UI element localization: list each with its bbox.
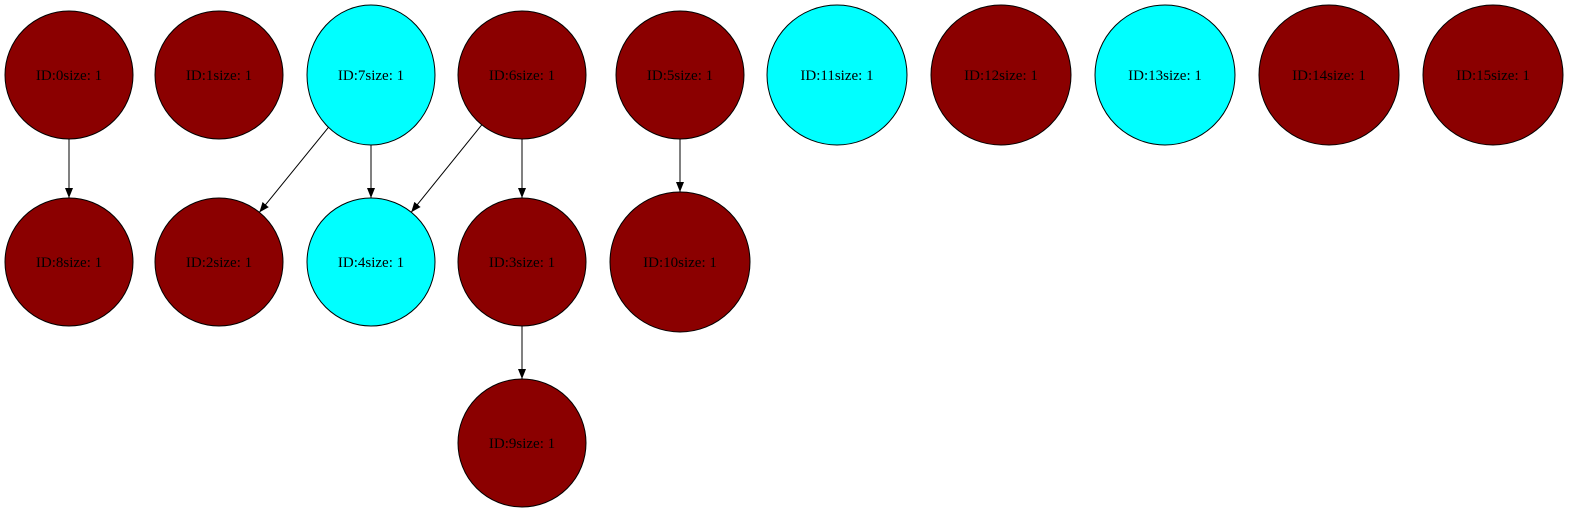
node-label: ID:1size: 1 [186,68,252,84]
edges-layer [65,124,684,379]
node-shape [4,197,134,327]
node-shape [930,4,1072,146]
node-label: ID:7size: 1 [338,68,404,84]
node-label: ID:8size: 1 [36,255,102,271]
node-shape [1422,4,1564,146]
node-n3: ID:3size: 1 [457,197,587,327]
node-n13: ID:13size: 1 [1094,4,1236,146]
node-n5: ID:5size: 1 [615,10,745,140]
nodes-layer: ID:0size: 1 ID:1size: 1 ID:7size: 1 ID:6siz… [4,4,1564,508]
node-n7: ID:7size: 1 [306,4,436,146]
node-n14: ID:14size: 1 [1258,4,1400,146]
node-n4: ID:4size: 1 [306,197,436,327]
node-label: ID:10size: 1 [643,255,717,271]
node-n1: ID:1size: 1 [154,10,284,140]
node-shape [609,191,751,333]
node-label: ID:5size: 1 [647,68,713,84]
node-label: ID:15size: 1 [1456,68,1530,84]
node-shape [457,10,587,140]
node-label: ID:3size: 1 [489,255,555,271]
node-n0: ID:0size: 1 [4,10,134,140]
edge-n7-n2 [258,126,329,213]
node-shape [766,4,908,146]
node-label: ID:13size: 1 [1128,68,1202,84]
node-n8: ID:8size: 1 [4,197,134,327]
node-shape [306,4,436,146]
node-shape [457,197,587,327]
node-n12: ID:12size: 1 [930,4,1072,146]
node-shape [306,197,436,327]
node-label: ID:14size: 1 [1292,68,1366,84]
node-shape [4,10,134,140]
node-label: ID:6size: 1 [489,68,555,84]
node-shape [457,378,587,508]
node-label: ID:9size: 1 [489,436,555,452]
node-n11: ID:11size: 1 [766,4,908,146]
node-label: ID:2size: 1 [186,255,252,271]
node-label: ID:11size: 1 [800,68,873,84]
node-n2: ID:2size: 1 [154,197,284,327]
node-shape [154,10,284,140]
node-shape [1094,4,1236,146]
node-n10: ID:10size: 1 [609,191,751,333]
edge-n6-n4 [410,124,483,213]
node-n15: ID:15size: 1 [1422,4,1564,146]
node-shape [1258,4,1400,146]
node-n9: ID:9size: 1 [457,378,587,508]
node-label: ID:4size: 1 [338,255,404,271]
node-label: ID:12size: 1 [964,68,1038,84]
node-shape [615,10,745,140]
node-label: ID:0size: 1 [36,68,102,84]
node-shape [154,197,284,327]
node-n6: ID:6size: 1 [457,10,587,140]
